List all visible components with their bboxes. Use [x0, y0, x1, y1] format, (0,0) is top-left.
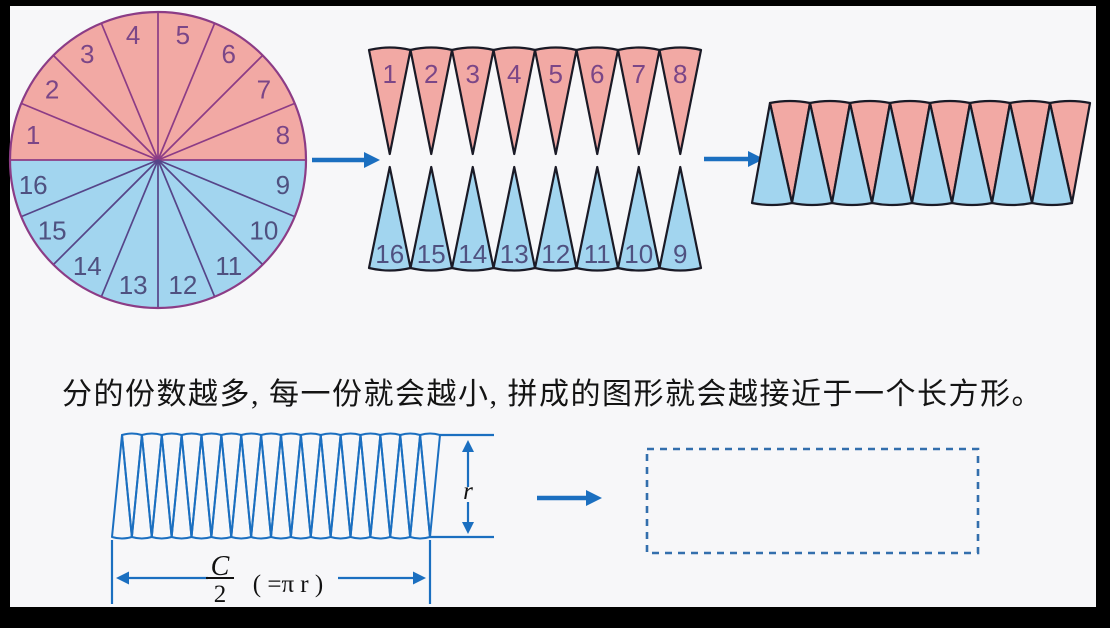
- circle-sector-number: 14: [73, 251, 102, 281]
- sector-divider-line: [157, 159, 216, 298]
- circle-sector-number: 8: [276, 120, 290, 150]
- circle-sector-number: 3: [80, 39, 94, 69]
- sector-number: 8: [673, 59, 687, 89]
- sector-number: 11: [584, 239, 611, 269]
- circle-sector-number: 5: [176, 20, 190, 50]
- sector-divider-line: [157, 159, 296, 218]
- sector-number: 13: [500, 239, 529, 269]
- right-arrow-icon: [586, 490, 602, 506]
- dimension-arrow-right-icon: [413, 571, 426, 585]
- right-arrow-icon: [748, 151, 764, 167]
- pink-sector: [658, 46, 703, 156]
- sector-divider-line: [52, 54, 159, 161]
- sector-divider-line: [52, 159, 159, 266]
- sector-number: 1: [383, 59, 397, 89]
- circle-sector-number: 1: [26, 120, 40, 150]
- circle-sector-number: 4: [126, 20, 140, 50]
- sector-number: 12: [541, 239, 570, 269]
- circle-outline: [8, 10, 308, 310]
- sector-number: 14: [458, 239, 487, 269]
- radius-label: r: [463, 478, 473, 505]
- dimension-arrow-up-icon: [462, 440, 474, 452]
- sector-divider-line: [157, 159, 264, 266]
- circle-sector-number: 7: [257, 74, 271, 104]
- sector-divider-line: [20, 102, 159, 161]
- circle-sector-number: 11: [215, 251, 242, 281]
- dimension-arrow-left-icon: [116, 571, 129, 585]
- blue-sector: [658, 165, 703, 272]
- sector-number: 2: [424, 59, 438, 89]
- circle-sector-number: 10: [249, 216, 278, 246]
- sector-number: 9: [673, 239, 687, 269]
- sector-number: 5: [549, 59, 563, 89]
- circumference-numerator-label: C: [211, 551, 230, 582]
- circle-sector-number: 6: [221, 39, 235, 69]
- approx-rectangle-dashed: [645, 447, 980, 555]
- caption-text: 分的份数越多, 每一份就会越小, 拼成的图形就会越接近于一个长方形。: [62, 378, 1043, 411]
- dimension-arrow-down-icon: [462, 522, 474, 534]
- pi-r-label: ( =π r ): [253, 571, 323, 598]
- circle-sector-number: 9: [276, 170, 290, 200]
- sector-number: 16: [375, 239, 404, 269]
- dimension-annotations: r C 2 ( =π r ): [110, 433, 494, 608]
- thin-down-triangle: [419, 432, 441, 538]
- sector-divider-line: [100, 22, 159, 161]
- sector-divider-line: [157, 54, 264, 161]
- circle-sector-number: 2: [45, 74, 59, 104]
- thin-strip-diagram: [111, 432, 441, 540]
- right-arrow-icon: [364, 152, 380, 168]
- circle-sector-number: 12: [168, 270, 197, 300]
- circumference-denominator-label: 2: [214, 581, 227, 608]
- flow-arrows: [312, 151, 764, 506]
- circle-sector-number: 15: [38, 216, 67, 246]
- circle-sector-number: 13: [119, 270, 148, 300]
- blue-sector: [1030, 101, 1074, 207]
- sector-divider-line: [20, 159, 159, 218]
- sector-number: 3: [466, 59, 480, 89]
- sector-number: 15: [417, 239, 446, 269]
- dashed-rectangle: [645, 447, 980, 555]
- sector-divider-line: [157, 22, 216, 161]
- sector-divider-line: [157, 102, 296, 161]
- sector-number: 6: [590, 59, 604, 89]
- sector-number: 10: [624, 239, 653, 269]
- sector-number: 4: [507, 59, 521, 89]
- circle-sector-number: 16: [19, 170, 48, 200]
- sector-number: 7: [632, 59, 646, 89]
- assembled-parallelogram: [750, 99, 1092, 207]
- sector-divider-line: [100, 159, 159, 298]
